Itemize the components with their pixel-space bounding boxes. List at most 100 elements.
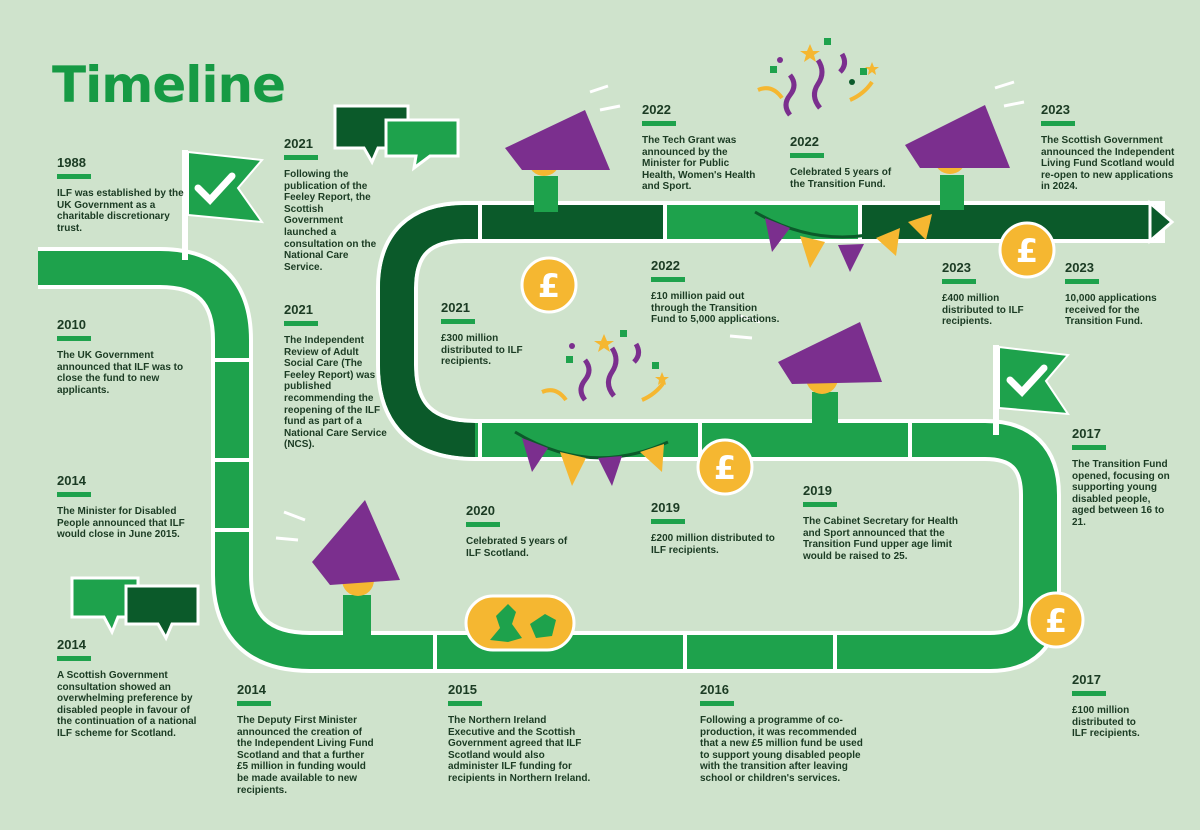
event-year: 2015 xyxy=(448,682,477,697)
event-year: 2014 xyxy=(57,473,86,488)
event-description: The Minister for Disabled People announc… xyxy=(57,506,185,541)
map-icon xyxy=(464,594,576,652)
event-year: 2019 xyxy=(803,483,832,498)
pound-coin-icon: £ xyxy=(1027,591,1085,649)
event-year: 2021 xyxy=(284,136,313,151)
svg-text:£: £ xyxy=(1016,232,1038,270)
event-year: 2023 xyxy=(1041,102,1070,117)
year-underline xyxy=(284,321,318,326)
event-year: 2023 xyxy=(1065,260,1094,275)
year-underline xyxy=(237,701,271,706)
year-underline xyxy=(57,336,91,341)
event-description: A Scottish Government consultation showe… xyxy=(57,670,197,739)
event-year: 2023 xyxy=(942,260,971,275)
timeline-event: 2021 £300 million distributed to ILF reci… xyxy=(441,300,551,368)
event-description: The Cabinet Secretary for Health and Spo… xyxy=(803,516,959,562)
year-underline xyxy=(790,153,824,158)
road-arrow-head xyxy=(1148,199,1175,245)
event-description: 10,000 applications received for the Tra… xyxy=(1065,293,1157,328)
year-underline xyxy=(284,155,318,160)
event-year: 2022 xyxy=(642,102,671,117)
event-description: Following the publication of the Feeley … xyxy=(284,169,377,273)
year-underline xyxy=(57,174,91,179)
event-description: The Transition Fund opened, focusing on … xyxy=(1072,459,1170,528)
event-year: 1988 xyxy=(57,155,86,170)
event-year: 2019 xyxy=(651,500,680,515)
year-underline xyxy=(651,519,685,524)
timeline-event: 2014 A Scottish Government consultation s… xyxy=(57,637,207,740)
flag-check-icon xyxy=(993,345,1070,435)
event-description: £200 million distributed to ILF recipien… xyxy=(651,533,775,556)
event-year: 2021 xyxy=(441,300,470,315)
year-underline xyxy=(1072,445,1106,450)
speech-bubbles-icon xyxy=(333,104,460,172)
megaphone-icon xyxy=(905,80,1025,210)
year-underline xyxy=(441,319,475,324)
event-year: 2014 xyxy=(57,637,86,652)
confetti-icon xyxy=(541,330,669,402)
timeline-event: 2023 £400 million distributed to ILF reci… xyxy=(942,260,1042,328)
confetti-icon xyxy=(757,38,879,117)
year-underline xyxy=(57,492,91,497)
megaphone-icon xyxy=(729,314,882,432)
event-description: The Tech Grant was announced by the Mini… xyxy=(642,135,756,193)
year-underline xyxy=(642,121,676,126)
event-description: The Deputy First Minister announced the … xyxy=(237,715,374,796)
event-description: £400 million distributed to ILF recipien… xyxy=(942,293,1024,328)
event-year: 2014 xyxy=(237,682,266,697)
year-underline xyxy=(1072,691,1106,696)
speech-bubbles-icon xyxy=(70,576,200,642)
event-year: 2021 xyxy=(284,302,313,317)
year-underline xyxy=(942,279,976,284)
event-description: £100 million distributed to ILF recipien… xyxy=(1072,705,1140,740)
event-description: £300 million distributed to ILF recipien… xyxy=(441,333,523,368)
event-description: ILF was established by the UK Government… xyxy=(57,188,184,234)
year-underline xyxy=(1041,121,1075,126)
svg-text:£: £ xyxy=(538,267,560,305)
bunting-icon xyxy=(754,210,936,272)
pound-coin-icon: £ xyxy=(696,438,754,496)
year-underline xyxy=(700,701,734,706)
event-year: 2022 xyxy=(651,258,680,273)
flag-check-icon xyxy=(182,150,265,260)
svg-text:£: £ xyxy=(714,449,736,487)
pound-coin-icon: £ xyxy=(520,256,578,314)
event-year: 2016 xyxy=(700,682,729,697)
page-title: Timeline xyxy=(52,56,286,114)
timeline-event: 2019 £200 million distributed to ILF reci… xyxy=(651,500,781,556)
event-year: 2020 xyxy=(466,503,495,518)
event-description: £10 million paid out through the Transit… xyxy=(651,291,780,326)
event-year: 2017 xyxy=(1072,672,1101,687)
pound-coin-icon: £ xyxy=(998,221,1056,279)
event-description: The Independent Review of Adult Social C… xyxy=(284,335,387,451)
event-description: Celebrated 5 years of the Transition Fun… xyxy=(790,167,892,190)
event-description: The UK Government announced that ILF was… xyxy=(57,350,184,396)
year-underline xyxy=(803,502,837,507)
svg-text:£: £ xyxy=(1045,602,1067,640)
event-description: Celebrated 5 years of ILF Scotland. xyxy=(466,536,568,559)
year-underline xyxy=(651,277,685,282)
megaphone-icon xyxy=(505,84,621,212)
event-description: Following a programme of co-production, … xyxy=(700,715,863,784)
event-year: 2022 xyxy=(790,134,819,149)
event-year: 2017 xyxy=(1072,426,1101,441)
event-description: The Northern Ireland Executive and the S… xyxy=(448,715,591,784)
year-underline xyxy=(448,701,482,706)
timeline-event: 2023 10,000 applications received for the… xyxy=(1065,260,1175,328)
